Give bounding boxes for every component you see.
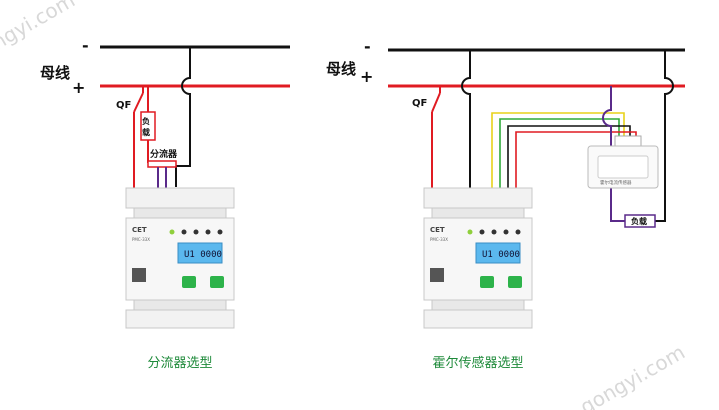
right-green-wire [499,118,620,188]
right-lcd-text: U1 0000 [482,250,520,260]
left-meter-device: CET PMC-33X U1 0000 [125,187,235,329]
right-caption: 霍尔传感器选型 [432,356,524,371]
left-bus-label: 母线 [40,64,70,82]
right-minus-sign: - [364,37,371,56]
left-plus-sign: + [72,78,85,97]
left-load-label-2: 载 [142,127,150,137]
left-device-model: PMC-33X [132,237,150,242]
left-device-top-terminals [125,187,235,209]
right-qf-switch [431,92,441,113]
left-button-2[interactable] [210,276,224,288]
left-lcd-text: U1 0000 [184,250,222,260]
left-qf-switch [133,92,144,113]
right-qf-label: QF [412,98,427,109]
left-load-label-1: 负 [142,116,150,126]
left-device-bottom-terminals [125,309,235,329]
right-negative-drop [461,50,471,188]
right-purple-load-wire [602,86,625,222]
right-device-label-strip [431,207,525,219]
right-device-top-terminals [423,187,533,209]
right-device-model: PMC-33X [430,237,448,242]
right-led-4 [503,229,509,235]
right-lcd-screen [475,242,521,264]
right-button-1[interactable] [480,276,494,288]
left-run-led [169,229,175,235]
right-load-negative [654,50,674,222]
right-led-2 [479,229,485,235]
left-shunt-diagram: - 母线 + QF 负 载 分流器 CET PMC-33X [40,36,290,329]
right-led-3 [491,229,497,235]
right-bus-label: 母线 [326,60,356,78]
left-device-bottom-strip [133,299,227,311]
left-caption: 分流器选型 [147,356,213,371]
right-meter-device: CET PMC-33X U1 0000 [423,187,533,329]
left-device-label-strip [133,207,227,219]
left-shunt-label: 分流器 [150,148,178,160]
left-device-brand: CET [132,226,147,234]
left-negative-drop [175,47,191,187]
right-run-led [467,229,473,235]
right-sensor-label: 霍尔电流传感器 [600,179,632,186]
left-lcd-screen [177,242,223,264]
right-load-label: 负载 [631,216,647,226]
right-hall-diagram: - 母线 + QF 霍尔电流传感器 负载 [326,37,685,329]
right-plus-sign: + [360,67,373,86]
right-device-brand: CET [430,226,445,234]
right-button-2[interactable] [508,276,522,288]
left-led-4 [205,229,211,235]
right-load-box [624,214,656,228]
right-red-wire [515,131,637,188]
left-shunt-box [147,160,177,168]
watermark-bottom-right: gongyi.com [576,340,689,410]
left-qf-label: QF [116,100,131,111]
left-minus-sign: - [82,36,89,55]
left-button-1[interactable] [182,276,196,288]
left-led-2 [181,229,187,235]
right-hall-sensor: 霍尔电流传感器 [587,135,659,189]
left-qr-code [132,268,146,282]
right-sensor-window [597,155,649,179]
left-led-5 [217,229,223,235]
watermark-top-left: gongyi.com [0,0,79,67]
right-qr-code [430,268,444,282]
right-led-5 [515,229,521,235]
right-device-bottom-terminals [423,309,533,329]
left-led-3 [193,229,199,235]
right-sensor-connector [614,135,642,147]
right-device-bottom-strip [431,299,525,311]
